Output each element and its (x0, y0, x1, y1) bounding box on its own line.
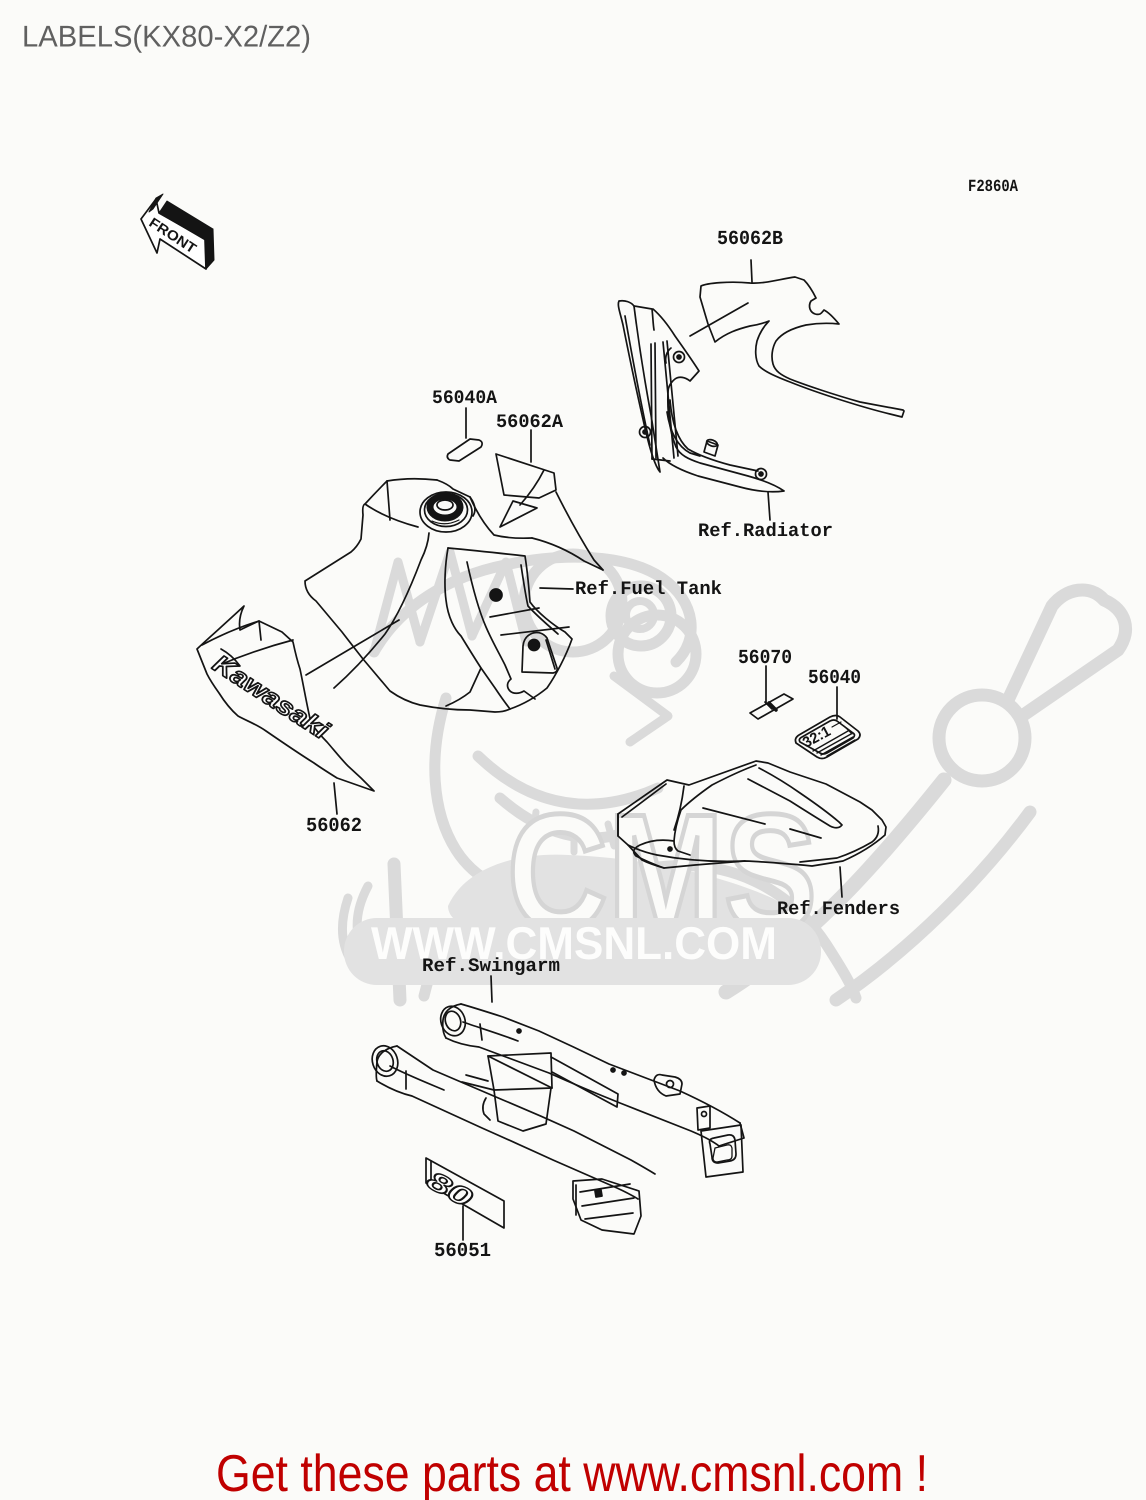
svg-text:56062A: 56062A (496, 411, 564, 433)
svg-text:WWW.CMSNL.COM: WWW.CMSNL.COM (371, 917, 777, 969)
svg-text:F2860A: F2860A (968, 178, 1019, 197)
svg-text:Ref.Fuel Tank: Ref.Fuel Tank (575, 578, 722, 600)
svg-text:Ref.Radiator: Ref.Radiator (698, 520, 833, 542)
svg-text:Ref.Swingarm: Ref.Swingarm (422, 955, 560, 977)
svg-text:56070: 56070 (738, 647, 792, 670)
svg-text:56062: 56062 (306, 815, 362, 838)
svg-text:LABELS(KX80-X2/Z2): LABELS(KX80-X2/Z2) (22, 21, 311, 54)
svg-text:56051: 56051 (434, 1240, 491, 1263)
svg-text:Ref.Fenders: Ref.Fenders (777, 898, 900, 920)
svg-text:56062B: 56062B (717, 228, 783, 251)
svg-text:56040A: 56040A (432, 387, 498, 409)
svg-text:Get these parts at www.cmsnl.c: Get these parts at www.cmsnl.com ! (216, 1445, 928, 1500)
svg-text:56040: 56040 (808, 667, 861, 690)
